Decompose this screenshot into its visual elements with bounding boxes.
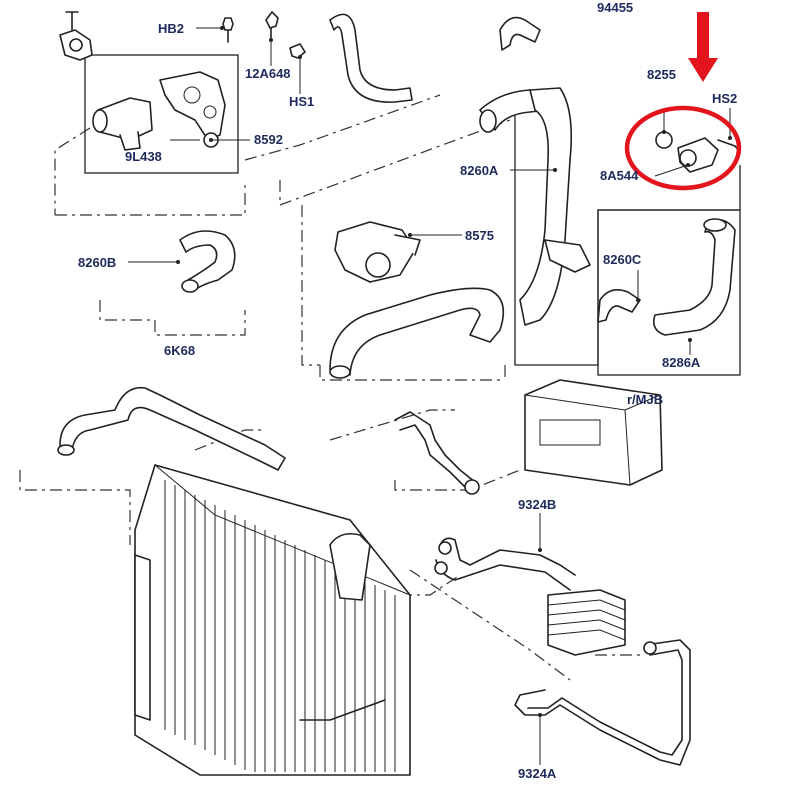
hose-8260c — [597, 289, 641, 323]
hs1-clip — [289, 43, 306, 59]
part-labels: 94455 HB2 12A648 HS1 8592 9L438 8255 HS2… — [78, 0, 737, 781]
label-6k68: 6K68 — [164, 343, 195, 358]
label-mjb: r/MJB — [627, 392, 663, 407]
top-left-fitting — [59, 11, 93, 61]
cooler-lines-9324a — [514, 639, 691, 766]
label-8575: 8575 — [465, 228, 494, 243]
top-hose-small — [329, 13, 413, 103]
hose-8286a — [652, 218, 736, 336]
label-8255: 8255 — [647, 67, 676, 82]
label-12a648: 12A648 — [245, 66, 291, 81]
frame-thermostat-housing — [84, 54, 239, 174]
leader-lines — [128, 26, 732, 765]
hose-8260a — [479, 87, 591, 326]
label-8a544: 8A544 — [600, 168, 639, 183]
label-hs2: HS2 — [712, 91, 737, 106]
coolant-outlet-8a544 — [655, 131, 741, 173]
label-8260c: 8260C — [603, 252, 642, 267]
12a648-sensor — [265, 11, 279, 41]
label-8260b: 8260B — [78, 255, 116, 270]
red-down-arrow-icon — [688, 12, 718, 82]
label-top-cut: 94455 — [597, 0, 633, 15]
hose-8260b — [179, 230, 236, 293]
top-hose-right — [499, 16, 541, 51]
oil-cooler-lines-9324b — [434, 537, 576, 591]
label-8592: 8592 — [254, 132, 283, 147]
heater-pipe-middle — [394, 411, 480, 495]
assembly-dash-lines — [19, 94, 640, 681]
radiator-fins — [164, 480, 396, 772]
label-hb2: HB2 — [158, 21, 184, 36]
red-highlight-circle — [624, 105, 742, 191]
heater-hose-6k68 — [57, 386, 286, 471]
highlight-markers — [624, 12, 742, 191]
lower-hose-assembly — [329, 287, 505, 379]
label-8260a: 8260A — [460, 163, 499, 178]
label-8286a: 8286A — [662, 355, 701, 370]
label-hs1: HS1 — [289, 94, 314, 109]
mjb-module — [524, 379, 663, 486]
thermostat-housing-8592 — [92, 71, 226, 151]
label-9324a: 9324A — [518, 766, 557, 781]
frame-8260c-group — [597, 209, 741, 376]
water-outlet-8575 — [334, 221, 421, 283]
hb2-bolt — [222, 17, 234, 43]
label-9l438: 9L438 — [125, 149, 162, 164]
oil-cooler — [547, 589, 626, 656]
radiator — [134, 464, 411, 776]
label-9324b: 9324B — [518, 497, 556, 512]
